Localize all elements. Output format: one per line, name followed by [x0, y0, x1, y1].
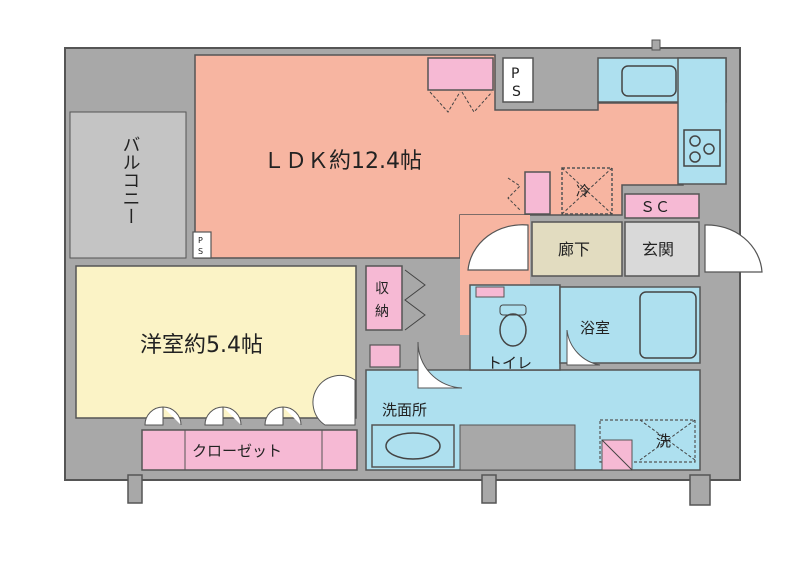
toilet-label: トイレ: [487, 354, 532, 372]
ldk-label: ＬＤＫ約12.4帖: [263, 149, 422, 174]
ps-main: P S: [502, 57, 534, 103]
closet: クローゼット: [141, 374, 358, 471]
hallway-label: 廊下: [558, 240, 590, 259]
entrance: 玄関: [624, 221, 763, 277]
kitchen: [597, 57, 727, 185]
sink-icon: [621, 65, 677, 97]
laundry-label: 洗: [656, 432, 671, 450]
bathtub-icon: [639, 291, 697, 359]
ps-main-label-p: P: [511, 66, 519, 82]
ps-small-label-s: S: [198, 247, 203, 256]
pantry: [427, 57, 494, 113]
ps-small: P S: [192, 231, 212, 259]
storage: 収 納: [365, 265, 426, 368]
hallway: 廊下: [531, 221, 623, 277]
storage-label-2: 納: [375, 304, 389, 320]
shoe-closet-label: ＳＣ: [640, 198, 670, 216]
storage-label-1: 収: [375, 281, 389, 297]
entrance-label: 玄関: [642, 240, 674, 259]
toilet-icon: [499, 313, 527, 347]
ps-small-label-p: P: [198, 236, 203, 245]
washroom-label: 洗面所: [382, 401, 427, 419]
fridge: 冷: [507, 167, 613, 215]
laundry: 洗: [599, 419, 696, 471]
western-label: 洋室約5.4帖: [140, 333, 263, 358]
ps-main-label-s: S: [512, 84, 521, 100]
stove-icon: [683, 129, 721, 167]
bath: 浴室: [559, 286, 701, 366]
basin-icon: [385, 432, 441, 460]
shoe-closet: ＳＣ: [624, 193, 700, 219]
balcony: バルコニー: [69, 111, 187, 259]
bath-label: 浴室: [580, 319, 610, 337]
toilet: トイレ: [475, 286, 532, 372]
fridge-label: 冷: [576, 184, 590, 200]
closet-label: クローゼット: [192, 442, 282, 460]
balcony-label: バルコニー: [120, 135, 141, 225]
hallway-door: [467, 224, 529, 271]
